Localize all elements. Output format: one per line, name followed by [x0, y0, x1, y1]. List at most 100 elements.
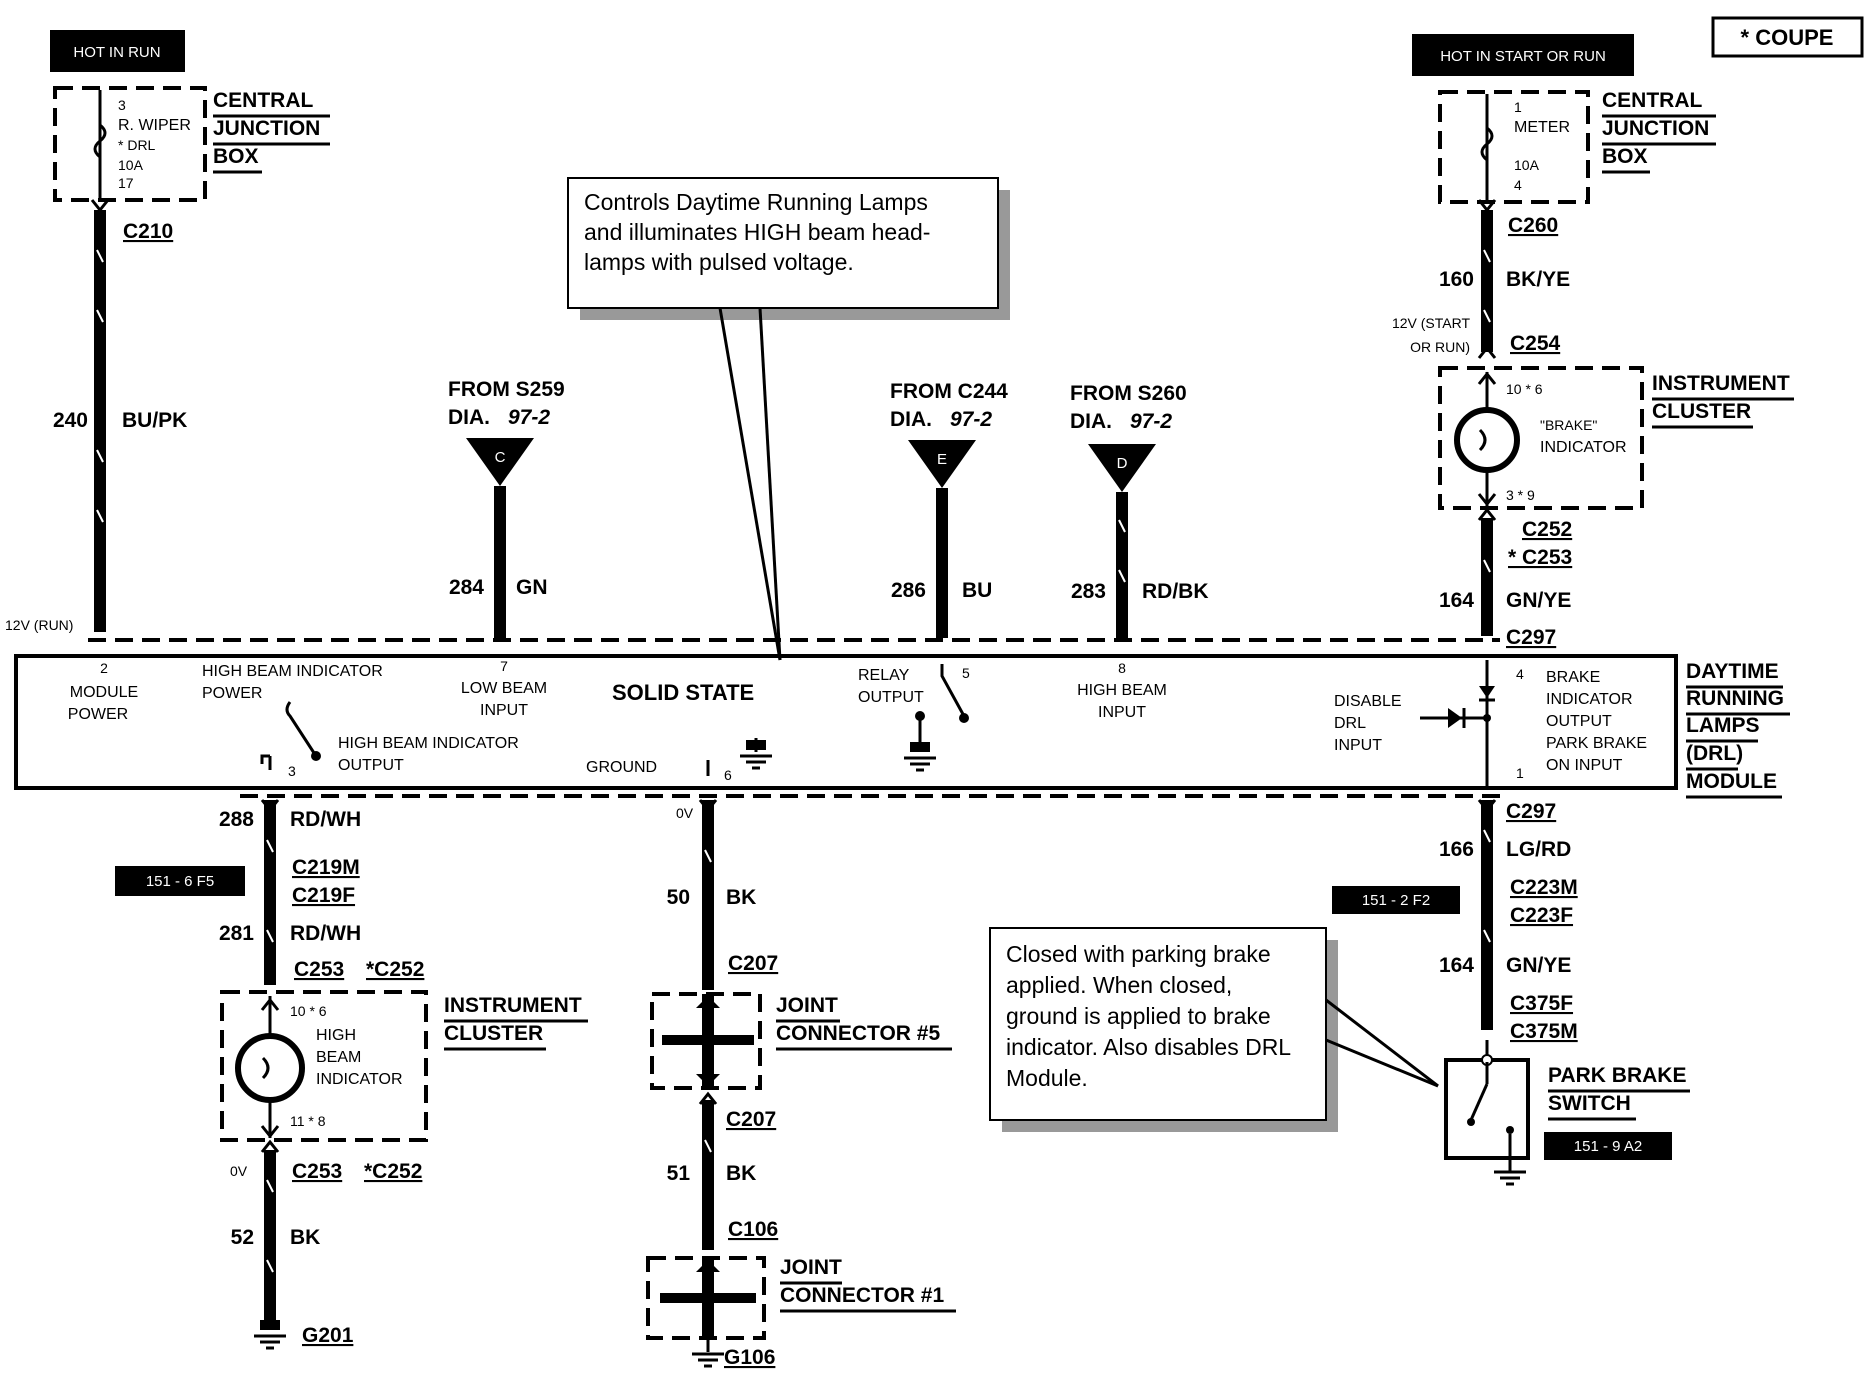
svg-text:7: 7 — [500, 658, 508, 674]
svg-text:indicator. Also disables DRL: indicator. Also disables DRL — [1006, 1034, 1291, 1060]
svg-text:GN/YE: GN/YE — [1506, 954, 1571, 977]
wire-166-164: C297 166 LG/RD 151 - 2 F2 C223M C223F 16… — [1332, 799, 1578, 1043]
svg-text:INPUT: INPUT — [1098, 704, 1146, 721]
svg-text:MODULE: MODULE — [70, 684, 138, 701]
svg-text:240: 240 — [53, 409, 88, 432]
relay-ground-icon — [904, 742, 936, 772]
svg-text:52: 52 — [231, 1226, 254, 1249]
relay-output-switch-icon — [940, 664, 966, 717]
svg-text:PARK BRAKE: PARK BRAKE — [1548, 1064, 1686, 1087]
svg-text:1: 1 — [1514, 99, 1522, 115]
svg-text:RD/WH: RD/WH — [290, 922, 361, 945]
svg-text:(DRL): (DRL) — [1686, 742, 1743, 765]
svg-text:C253: C253 — [294, 958, 344, 981]
instrument-cluster-high-beam: 10 * 6 HIGH BEAM INDICATOR 11 * 8 INSTRU… — [220, 990, 588, 1142]
svg-text:BU: BU — [962, 579, 992, 602]
ground-icon — [260, 1320, 280, 1330]
svg-text:97-2: 97-2 — [950, 408, 992, 431]
svg-text:2: 2 — [100, 660, 108, 676]
svg-text:BK/YE: BK/YE — [1506, 268, 1570, 291]
svg-text:0V: 0V — [676, 805, 694, 821]
svg-text:12V (START: 12V (START — [1392, 315, 1471, 331]
svg-text:RUNNING: RUNNING — [1686, 687, 1784, 710]
svg-text:DISABLE: DISABLE — [1334, 693, 1402, 710]
wire-288-281: 288 RD/WH 151 - 6 F5 C219M C219F 281 RD/… — [115, 799, 424, 985]
svg-text:CENTRAL: CENTRAL — [1602, 89, 1702, 112]
svg-text:G106: G106 — [724, 1346, 775, 1369]
svg-text:97-2: 97-2 — [508, 406, 550, 429]
svg-text:JUNCTION: JUNCTION — [213, 117, 320, 140]
svg-text:Module.: Module. — [1006, 1065, 1088, 1091]
svg-text:INSTRUMENT: INSTRUMENT — [444, 994, 582, 1017]
svg-text:CONNECTOR #5: CONNECTOR #5 — [776, 1022, 940, 1045]
svg-text:C219F: C219F — [292, 884, 355, 907]
svg-text:6: 6 — [724, 767, 732, 783]
svg-text:HIGH BEAM: HIGH BEAM — [1077, 682, 1167, 699]
svg-text:POWER: POWER — [202, 685, 262, 702]
svg-text:4: 4 — [1516, 666, 1524, 682]
svg-text:D: D — [1117, 455, 1128, 472]
svg-text:151 - 6 F5: 151 - 6 F5 — [146, 873, 214, 890]
svg-text:0V: 0V — [230, 1163, 248, 1179]
svg-text:C210: C210 — [123, 220, 173, 243]
svg-text:RELAY: RELAY — [858, 667, 910, 684]
svg-text:5: 5 — [962, 665, 970, 681]
svg-text:284: 284 — [449, 576, 484, 599]
svg-text:HOT IN START OR RUN: HOT IN START OR RUN — [1440, 48, 1606, 65]
svg-text:INPUT: INPUT — [1334, 737, 1382, 754]
callout-park-brake: Closed with parking brake applied. When … — [989, 927, 1439, 1132]
svg-text:OR RUN): OR RUN) — [1410, 339, 1470, 355]
svg-text:MODULE: MODULE — [1686, 770, 1777, 793]
svg-text:283: 283 — [1071, 580, 1106, 603]
central-junction-box-right: 1 METER 10A 4 CENTRAL JUNCTION BOX — [1438, 89, 1716, 204]
svg-text:FROM C244: FROM C244 — [890, 380, 1008, 403]
svg-text:R. WIPER: R. WIPER — [118, 117, 191, 134]
svg-text:INSTRUMENT: INSTRUMENT — [1652, 372, 1790, 395]
svg-text:BK: BK — [726, 886, 756, 909]
from-ref-c244: FROM C244 DIA. 97-2 E 286 BU — [890, 380, 1008, 638]
diode-icon — [1479, 686, 1495, 698]
svg-text:C253: C253 — [292, 1160, 342, 1183]
svg-text:PARK BRAKE: PARK BRAKE — [1546, 735, 1647, 752]
svg-text:3: 3 — [288, 763, 296, 779]
svg-text:3 * 9: 3 * 9 — [1506, 487, 1535, 503]
svg-text:97-2: 97-2 — [1130, 410, 1172, 433]
svg-text:10A: 10A — [118, 157, 144, 173]
svg-text:10A: 10A — [1514, 157, 1540, 173]
svg-text:"BRAKE": "BRAKE" — [1540, 417, 1597, 433]
svg-text:C260: C260 — [1508, 214, 1558, 237]
svg-text:INDICATOR: INDICATOR — [1540, 439, 1627, 456]
svg-text:DIA.: DIA. — [890, 408, 932, 431]
from-ref-s260: FROM S260 DIA. 97-2 D 283 RD/BK — [1070, 382, 1209, 638]
svg-text:3: 3 — [118, 97, 126, 113]
svg-text:BK: BK — [290, 1226, 320, 1249]
svg-text:BK: BK — [726, 1162, 756, 1185]
svg-text:DAYTIME: DAYTIME — [1686, 660, 1779, 683]
high-beam-indicator-switch-icon — [285, 701, 318, 757]
svg-text:164: 164 — [1439, 589, 1474, 612]
svg-text:OUTPUT: OUTPUT — [338, 757, 404, 774]
svg-text:C223F: C223F — [1510, 904, 1573, 927]
svg-text:CONNECTOR #1: CONNECTOR #1 — [780, 1284, 944, 1307]
wire-52: 0V C253 *C252 52 BK — [230, 1139, 422, 1320]
svg-text:FROM S259: FROM S259 — [448, 378, 565, 401]
svg-text:11 * 8: 11 * 8 — [290, 1113, 326, 1129]
bulb-icon — [261, 1056, 270, 1080]
svg-text:1: 1 — [1516, 765, 1524, 781]
svg-text:C: C — [495, 449, 506, 466]
svg-text:CLUSTER: CLUSTER — [1652, 400, 1751, 423]
diode-icon — [1448, 708, 1462, 728]
instrument-cluster-brake: 10 * 6 "BRAKE" INDICATOR 3 * 9 INSTRUMEN… — [1438, 366, 1794, 510]
coupe-legend: * COUPE — [1711, 16, 1864, 58]
svg-text:8: 8 — [1118, 660, 1126, 676]
svg-text:BOX: BOX — [1602, 145, 1648, 168]
svg-text:METER: METER — [1514, 119, 1570, 136]
svg-text:164: 164 — [1439, 954, 1474, 977]
svg-text:JOINT: JOINT — [776, 994, 838, 1017]
svg-text:INPUT: INPUT — [480, 702, 528, 719]
svg-text:* COUPE: * COUPE — [1741, 25, 1834, 50]
svg-text:DRL: DRL — [1334, 715, 1366, 732]
svg-text:ON INPUT: ON INPUT — [1546, 757, 1623, 774]
fuse-icon — [93, 123, 107, 159]
